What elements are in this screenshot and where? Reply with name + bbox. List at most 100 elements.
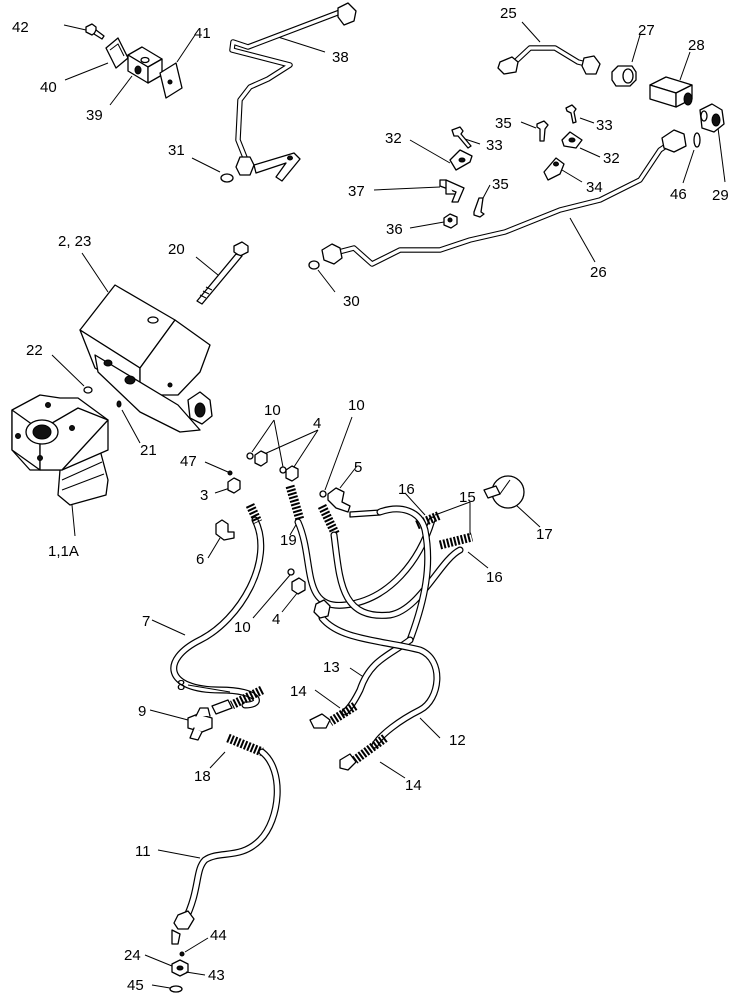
callout-2-23: 2, 23 — [58, 233, 91, 250]
bolts-33-35 — [451, 104, 595, 218]
callout-16-bottom: 16 — [486, 569, 503, 586]
clips-32 — [409, 131, 601, 171]
callout-34: 34 — [586, 179, 603, 196]
valve-28 — [649, 51, 693, 108]
callout-41: 41 — [194, 25, 211, 42]
callout-19: 19 — [280, 532, 297, 549]
plate-40 — [64, 37, 129, 81]
callout-5: 5 — [354, 459, 362, 476]
callout-35-bottom: 35 — [492, 176, 509, 193]
callout-36: 36 — [386, 221, 403, 238]
callout-16-top: 16 — [398, 481, 415, 498]
bolt-20 — [195, 241, 249, 305]
callout-21: 21 — [140, 442, 157, 459]
callout-33-left: 33 — [486, 137, 503, 154]
plug-47 — [204, 461, 233, 476]
callout-38: 38 — [332, 49, 349, 66]
seal-44 — [179, 937, 209, 957]
oring-46 — [682, 132, 701, 184]
callout-25: 25 — [500, 5, 517, 22]
pin-21 — [116, 400, 141, 444]
valve-body-2-23 — [79, 252, 213, 433]
callout-31: 31 — [168, 142, 185, 159]
callout-6: 6 — [196, 551, 204, 568]
callout-11: 11 — [135, 843, 151, 860]
hose-7 — [151, 503, 265, 709]
steel-line-26 — [321, 129, 687, 267]
callout-35-top: 35 — [495, 115, 512, 132]
callout-43: 43 — [208, 967, 225, 984]
callout-15: 15 — [459, 489, 476, 506]
tube-25 — [497, 21, 601, 75]
callout-10-right: 10 — [348, 397, 365, 414]
callout-40: 40 — [40, 79, 57, 96]
clamp-34 — [543, 157, 583, 183]
callout-32-right: 32 — [603, 150, 620, 167]
clamp-block-39 — [109, 46, 163, 106]
bracket-37 — [373, 179, 465, 203]
hose-14-upper — [309, 689, 358, 729]
fitting-29 — [699, 103, 726, 183]
bolt-42 — [63, 23, 105, 40]
hose-8 — [187, 684, 265, 715]
callout-10-top: 10 — [264, 402, 281, 419]
adapters-4 — [254, 429, 319, 613]
oring-45 — [151, 984, 183, 993]
callout-14-lower: 14 — [405, 777, 422, 794]
callout-44: 44 — [210, 927, 227, 944]
callout-4-top: 4 — [313, 415, 321, 432]
callout-22: 22 — [26, 342, 43, 359]
orings-10 — [246, 416, 353, 619]
oring-22 — [51, 354, 93, 394]
callout-14-upper: 14 — [290, 683, 307, 700]
callout-13: 13 — [323, 659, 340, 676]
callout-8: 8 — [177, 677, 185, 694]
callout-20: 20 — [168, 241, 185, 258]
elbow-6 — [207, 519, 235, 559]
callout-9: 9 — [138, 703, 146, 720]
hose-18-11 — [157, 733, 281, 945]
hose-label-15 — [434, 501, 471, 535]
plate-41 — [159, 34, 196, 99]
steel-line-38 — [229, 2, 357, 182]
callout-42: 42 — [12, 19, 29, 36]
tee-9 — [149, 707, 213, 741]
oring-43 — [185, 971, 206, 976]
callout-27: 27 — [638, 22, 655, 39]
callout-39: 39 — [86, 107, 103, 124]
adapter-3 — [214, 477, 241, 494]
callout-7: 7 — [142, 613, 150, 630]
callout-37: 37 — [348, 183, 365, 200]
nut-36 — [409, 213, 458, 229]
hose-14-lower — [339, 734, 406, 779]
callout-3: 3 — [200, 487, 208, 504]
callout-30: 30 — [343, 293, 360, 310]
callout-33-right: 33 — [596, 117, 613, 134]
hoses-19 — [285, 484, 464, 619]
callout-24: 24 — [124, 947, 141, 964]
callout-28: 28 — [688, 37, 705, 54]
hose-12 — [313, 599, 441, 749]
plug-24 — [144, 954, 189, 977]
callout-labels: 42 40 39 41 38 31 25 27 28 35 33 33 32 3… — [12, 5, 729, 994]
steering-unit-1-1a — [11, 394, 109, 537]
oring-30 — [308, 260, 336, 293]
callout-32-left: 32 — [385, 130, 402, 147]
adapter-27 — [611, 34, 641, 87]
elbow-5 — [327, 465, 358, 513]
hoses-16 — [349, 492, 489, 644]
callout-47: 47 — [180, 453, 197, 470]
callout-17: 17 — [536, 526, 553, 543]
hose-13 — [341, 636, 414, 716]
oring-31 — [191, 157, 234, 183]
callout-18: 18 — [194, 768, 211, 785]
callout-29: 29 — [712, 187, 729, 204]
callout-1-1a: 1,1A — [48, 543, 79, 560]
callout-45: 45 — [127, 977, 144, 994]
callout-4-bottom: 4 — [272, 611, 280, 628]
callout-26: 26 — [590, 264, 607, 281]
callout-10-bottom: 10 — [234, 619, 251, 636]
gauge-17 — [483, 475, 541, 528]
callout-46: 46 — [670, 186, 687, 203]
